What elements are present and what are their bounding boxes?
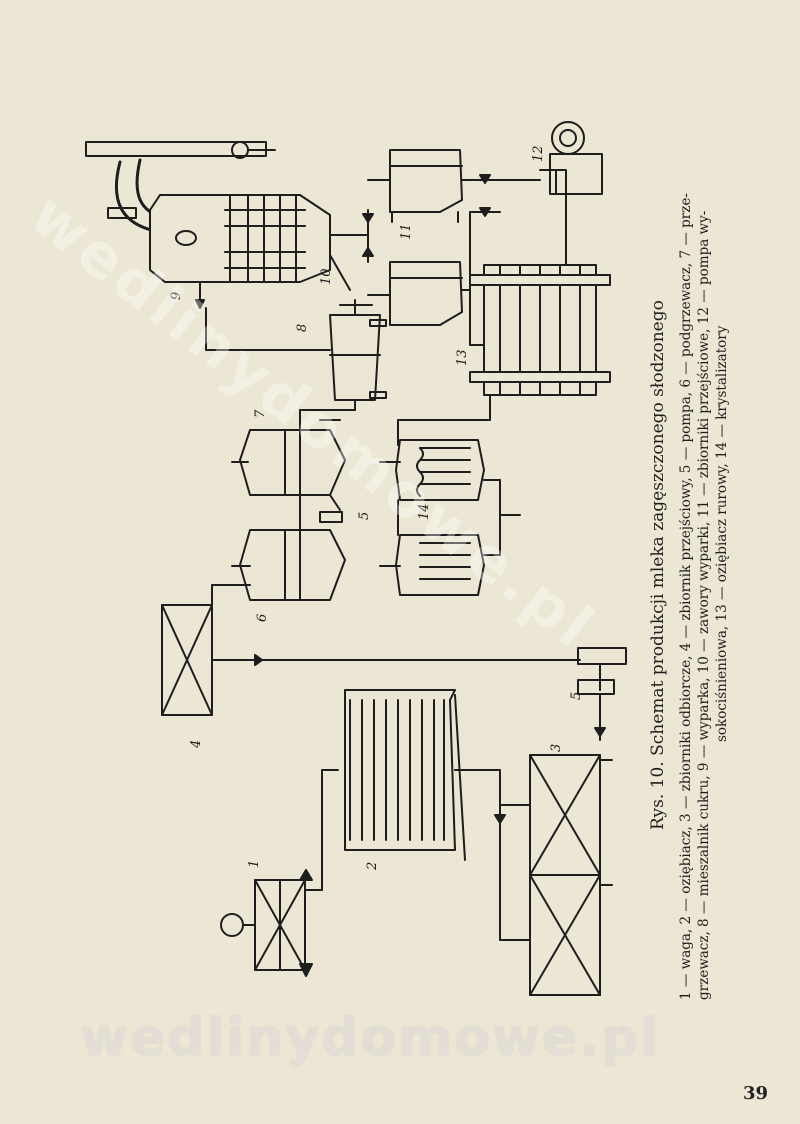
figure-legend-line-2: grzewacz, 8 — mieszalnik cukru, 9 — wypa… bbox=[696, 210, 712, 1000]
sugar-mixer-8 bbox=[299, 299, 387, 411]
label-5b: 5 bbox=[357, 512, 372, 520]
receiving-tanks-3 bbox=[499, 754, 613, 996]
intermediate-tank-4 bbox=[161, 604, 581, 716]
scale-1 bbox=[220, 869, 323, 977]
pump-5 bbox=[577, 647, 627, 741]
label-3: 3 bbox=[549, 744, 564, 752]
crystallizers-14 bbox=[379, 439, 521, 596]
tube-cooler-13 bbox=[397, 264, 611, 446]
label-2: 2 bbox=[365, 862, 380, 871]
label-7: 7 bbox=[253, 409, 268, 418]
label-9: 9 bbox=[169, 292, 184, 300]
label-6: 6 bbox=[255, 614, 270, 622]
figure-caption-title: Rys. 10. Schemat produkcji mleka zagęszc… bbox=[648, 300, 668, 830]
label-12: 12 bbox=[531, 145, 546, 162]
evaporator-9 bbox=[85, 141, 331, 351]
label-8: 8 bbox=[295, 324, 310, 332]
label-11: 11 bbox=[399, 223, 414, 240]
label-5a: 5 bbox=[569, 692, 584, 700]
heater-6 bbox=[211, 494, 346, 606]
label-13: 13 bbox=[455, 349, 470, 366]
figure-legend-line-1: 1 — waga, 2 — oziębiacz, 3 — zbiorniki o… bbox=[678, 193, 694, 1000]
label-10: 10 bbox=[319, 268, 334, 285]
label-1: 1 bbox=[247, 860, 262, 868]
cooler-2 bbox=[321, 689, 506, 941]
label-4: 4 bbox=[189, 740, 204, 749]
page-number: 39 bbox=[742, 1083, 768, 1104]
watermark-bottom: wedlinydomowe.pl bbox=[80, 1008, 661, 1068]
figure-legend-line-3: sokociśnieniowa, 13 — oziębiacz rurowy, … bbox=[714, 325, 730, 742]
diagram-labels: 1 2 3 4 5 5 6 7 8 9 10 11 12 13 14 bbox=[169, 145, 584, 871]
high-pressure-pump-12 bbox=[539, 121, 603, 266]
label-14: 14 bbox=[417, 503, 432, 520]
superheater-7 bbox=[231, 409, 346, 511]
evaporator-valves-10 bbox=[329, 209, 374, 291]
intermediate-tanks-11 bbox=[367, 149, 541, 346]
